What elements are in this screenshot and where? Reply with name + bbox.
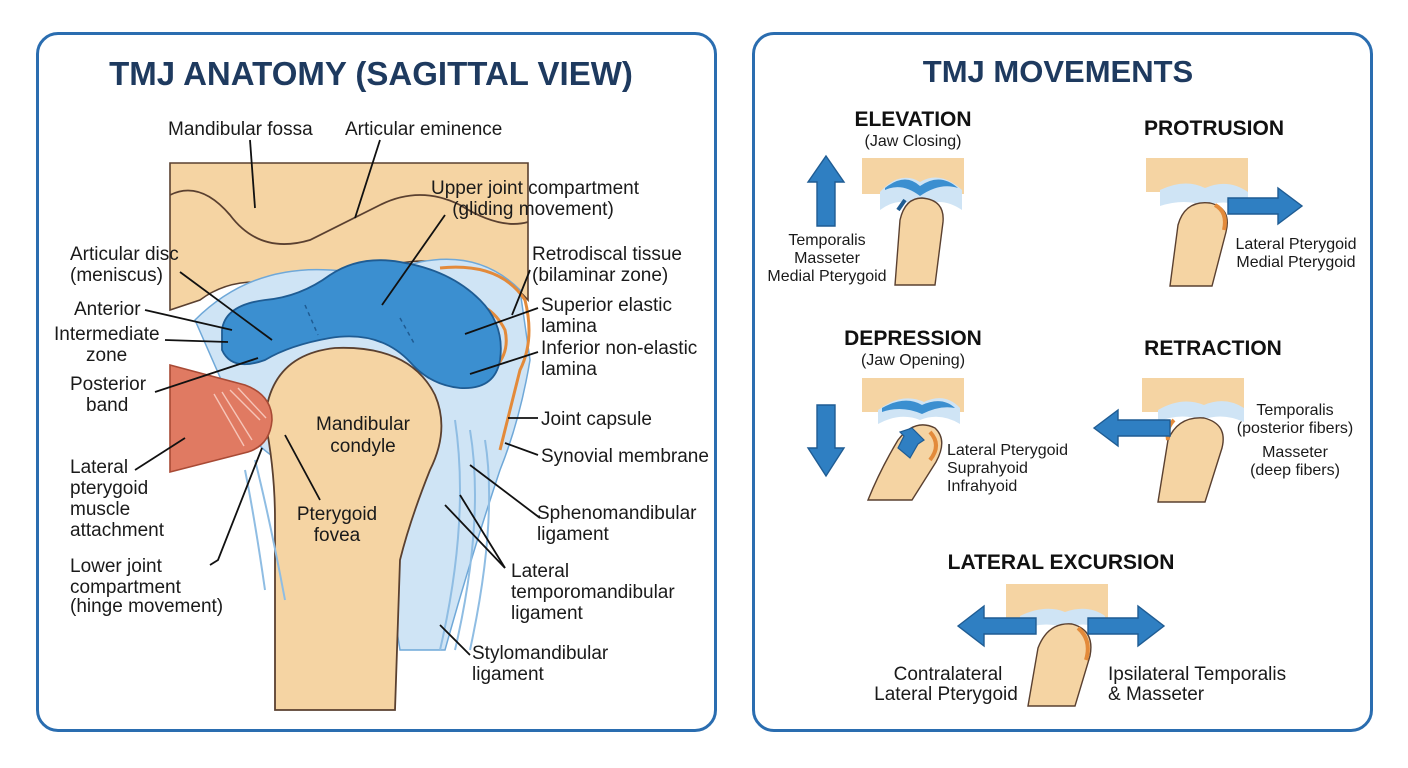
lateral-pterygoid-muscle [169, 363, 273, 474]
label-lateral-pterygoid-1: Lateral [70, 457, 128, 478]
label-articular-disc-1: Articular disc [70, 244, 179, 265]
depression-title: DEPRESSION [844, 327, 982, 350]
lateral-excursion-right-2: & Masseter [1108, 684, 1205, 705]
label-retrodiscal-1: Retrodiscal tissue [532, 244, 682, 265]
arrow-left-excursion-icon [956, 604, 1037, 648]
arrow-down-icon [806, 404, 846, 478]
retraction-muscle-3: Masseter [1262, 444, 1328, 461]
label-articular-eminence: Articular eminence [345, 119, 502, 140]
label-articular-disc-2: (meniscus) [70, 265, 163, 286]
label-posterior-2: band [86, 395, 128, 416]
label-sphenomandibular-2: ligament [537, 524, 610, 545]
label-condyle-2: condyle [330, 436, 396, 457]
arrow-left-icon [1092, 408, 1171, 448]
ligament-fibers [439, 419, 491, 651]
label-lateral-tm-3: ligament [511, 603, 584, 624]
label-intermediate-2: zone [86, 345, 127, 366]
movements-title: TMJ MOVEMENTS [923, 54, 1193, 89]
label-upper-joint-2: (gliding movement) [452, 199, 614, 220]
retraction-illustration [1092, 378, 1244, 503]
mandibular-condyle [264, 346, 443, 711]
retraction-title: RETRACTION [1144, 337, 1282, 360]
arrow-right-excursion-icon [1087, 604, 1166, 648]
label-lower-joint-3: (hinge movement) [70, 596, 223, 617]
label-lateral-pterygoid-2: pterygoid [70, 478, 148, 499]
elevation-illustration [806, 154, 964, 286]
label-inferior-nonelastic-2: lamina [541, 359, 597, 380]
label-sphenomandibular-1: Sphenomandibular [537, 503, 697, 524]
protrusion-muscle-2: Medial Pterygoid [1236, 254, 1355, 271]
label-synovial-membrane: Synovial membrane [541, 446, 709, 467]
label-pterygoid-fovea-1: Pterygoid [297, 504, 377, 525]
label-lateral-tm-2: temporomandibular [511, 582, 675, 603]
label-superior-elastic-2: lamina [541, 316, 597, 337]
lateral-excursion-right-1: Ipsilateral Temporalis [1108, 664, 1286, 685]
elevation-muscle-1: Temporalis [788, 232, 865, 249]
arrow-up-icon [806, 154, 846, 227]
small-curved-arrow-icon [897, 427, 925, 459]
label-stylomandibular-2: ligament [472, 664, 545, 685]
lateral-excursion-left-1: Contralateral [894, 664, 1003, 685]
label-lower-joint-2: compartment [70, 577, 182, 598]
retraction-muscle-4: (deep fibers) [1250, 462, 1340, 479]
depression-note: (Jaw Opening) [861, 352, 965, 369]
label-stylomandibular-1: Stylomandibular [472, 643, 609, 664]
lateral-excursion-illustration [956, 584, 1166, 707]
label-lateral-pterygoid-4: attachment [70, 520, 165, 541]
label-retrodiscal-2: (bilaminar zone) [532, 265, 668, 286]
label-lateral-pterygoid-3: muscle [70, 499, 130, 520]
capsule-outline [439, 265, 531, 451]
label-upper-joint-1: Upper joint compartment [431, 178, 640, 199]
anatomy-illustration [169, 162, 531, 711]
depression-muscle-3: Infrahyoid [947, 478, 1017, 495]
label-pterygoid-fovea-2: fovea [314, 525, 361, 546]
retraction-muscle-2: (posterior fibers) [1237, 420, 1353, 437]
label-mandibular-fossa: Mandibular fossa [168, 119, 313, 140]
label-condyle-1: Mandibular [316, 414, 411, 435]
leader-lines [134, 139, 541, 656]
elevation-note: (Jaw Closing) [865, 133, 962, 150]
elevation-title: ELEVATION [854, 108, 971, 131]
label-intermediate-1: Intermediate [54, 324, 160, 345]
label-posterior-1: Posterior [70, 374, 147, 395]
arrow-right-icon [1227, 186, 1304, 226]
fossa-outline [169, 189, 529, 245]
lateral-excursion-left-2: Lateral Pterygoid [874, 684, 1018, 705]
protrusion-title: PROTRUSION [1144, 117, 1284, 140]
protrusion-illustration [1146, 158, 1304, 287]
elevation-muscle-3: Medial Pterygoid [767, 268, 886, 285]
retraction-muscle-1: Temporalis [1256, 402, 1333, 419]
depression-muscle-2: Suprahyoid [947, 460, 1028, 477]
label-anterior: Anterior [74, 299, 141, 320]
depression-muscle-1: Lateral Pterygoid [947, 442, 1068, 459]
label-lower-joint-1: Lower joint [70, 556, 163, 577]
label-lateral-tm-1: Lateral [511, 561, 569, 582]
lateral-excursion-title: LATERAL EXCURSION [948, 551, 1175, 574]
depression-illustration [806, 378, 964, 501]
elevation-muscle-2: Masseter [794, 250, 860, 267]
label-superior-elastic-1: Superior elastic [541, 295, 672, 316]
protrusion-muscle-1: Lateral Pterygoid [1236, 236, 1357, 253]
anatomy-title: TMJ ANATOMY (SAGITTAL VIEW) [109, 55, 633, 92]
articular-disc [221, 259, 502, 389]
label-inferior-nonelastic-1: Inferior non-elastic [541, 338, 697, 359]
label-joint-capsule: Joint capsule [541, 409, 652, 430]
